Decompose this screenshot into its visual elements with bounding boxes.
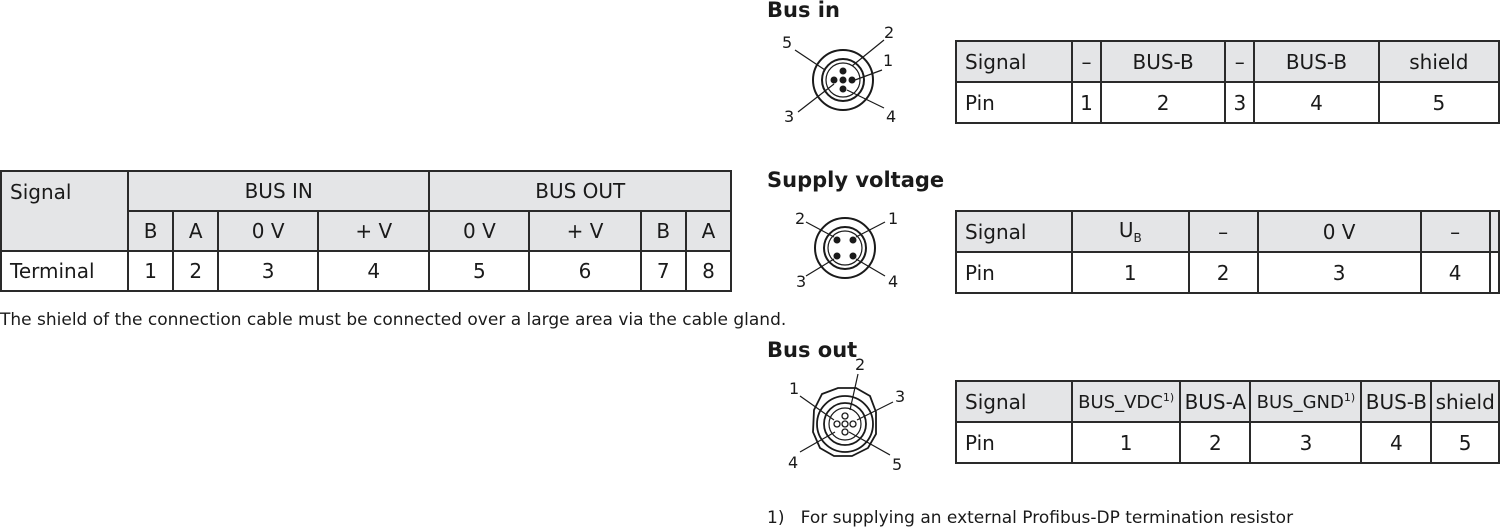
footnote-mark: 1) <box>1162 390 1175 404</box>
bus-in-connector-diagram: 1 2 3 4 5 <box>782 23 896 126</box>
footnote-mark: 1) <box>1343 390 1356 404</box>
pin-number-cell: 2 <box>1187 251 1259 294</box>
terminal-table: Signal BUS IN BUS OUT B A 0 V + V 0 V + … <box>0 170 733 292</box>
pin-label: 1 <box>888 209 898 228</box>
pin-number-cell: 5 <box>1430 421 1500 464</box>
bus-out-signal-cell: 0 V <box>428 210 531 252</box>
pin-label: 2 <box>795 209 805 228</box>
bus-out-connector-diagram: 1 2 3 4 5 <box>788 355 905 474</box>
pin-number-cell: 3 <box>1224 81 1256 124</box>
footnote: 1) For supplying an external Profibus-DP… <box>767 508 1294 528</box>
signal-cell: – <box>1187 210 1259 253</box>
bus-in-signal-cell: 0 V <box>217 210 320 252</box>
pin-label-cell: Pin <box>955 421 1073 464</box>
pin-number-cell: 3 <box>1249 421 1363 464</box>
terminal-number-cell: 8 <box>684 250 733 292</box>
bus-in-pin-table: Signal – BUS-B – BUS-B shield Pin 1 2 3 … <box>955 40 1500 124</box>
bus-out-signal-cell: + V <box>528 210 642 252</box>
signal-label-cell: Signal <box>955 210 1073 253</box>
bus-out-signal-cell: A <box>684 210 733 252</box>
pin-number-cell <box>1488 251 1500 294</box>
pin-number-cell: 4 <box>1419 251 1491 294</box>
signal-cell: BUS-A <box>1179 380 1252 423</box>
pin-number-cell: 1 <box>1071 251 1190 294</box>
pin-label: 4 <box>888 272 898 291</box>
pin-label: 1 <box>789 379 799 398</box>
supply-title: Supply voltage <box>767 168 945 192</box>
pin-number-cell: 4 <box>1253 81 1380 124</box>
bus-out-title: Bus out <box>767 338 858 362</box>
pin-number-cell: 2 <box>1099 81 1227 124</box>
pin-label: 3 <box>895 387 905 406</box>
pin-label: 5 <box>892 455 902 474</box>
terminal-number-cell: 5 <box>428 250 531 292</box>
pin-number-cell: 5 <box>1377 81 1500 124</box>
bus-out-group-header: BUS OUT <box>428 170 732 212</box>
terminal-number-cell: 3 <box>217 250 320 292</box>
signal-cell: – <box>1419 210 1491 253</box>
signal-cell: – <box>1224 40 1256 83</box>
bus-in-signal-cell: + V <box>317 210 431 252</box>
pin-label: 4 <box>886 107 896 126</box>
terminal-number-cell: 4 <box>317 250 431 292</box>
bus-in-signal-cell: B <box>126 210 175 252</box>
signal-cell: 0 V <box>1256 210 1422 253</box>
ub-subscript: B <box>1133 231 1142 245</box>
pin-label-cell: Pin <box>955 81 1073 124</box>
pin-number-cell: 4 <box>1360 421 1433 464</box>
pin-label: 3 <box>784 107 794 126</box>
signal-cell: BUS-B <box>1099 40 1227 83</box>
bus-in-signal-cell: A <box>172 210 220 252</box>
bus-out-pin-table: Signal BUS_VDC1) BUS-A BUS_GND1) BUS-B s… <box>955 380 1500 464</box>
signal-cell: BUS_GND1) <box>1249 380 1363 423</box>
pin-number-cell: 1 <box>1070 421 1182 464</box>
pin-label-cell: Pin <box>955 251 1073 294</box>
terminal-number-cell: 2 <box>172 250 220 292</box>
signal-cell: BUS_VDC1) <box>1070 380 1182 423</box>
pin-number-cell: 1 <box>1071 81 1102 124</box>
supply-connector-diagram: 1 2 3 4 <box>795 209 898 291</box>
signal-text: BUS_VDC <box>1078 391 1163 413</box>
pin-label: 4 <box>788 453 798 472</box>
shield-note: The shield of the connection cable must … <box>0 310 787 330</box>
pin-label: 2 <box>855 355 865 374</box>
bus-in-title: Bus in <box>767 0 840 22</box>
terminal-number-cell: 6 <box>528 250 642 292</box>
signal-cell: – <box>1071 40 1102 83</box>
bus-out-signal-cell: B <box>639 210 687 252</box>
signal-header-cell: Signal <box>0 170 129 252</box>
signal-cell: UB <box>1071 210 1190 253</box>
signal-cell: BUS-B <box>1253 40 1380 83</box>
pin-number-cell: 2 <box>1179 421 1252 464</box>
supply-pin-table: Signal UB – 0 V – Pin 1 2 3 4 <box>955 210 1500 294</box>
signal-cell <box>1488 210 1500 253</box>
terminal-number-cell: 7 <box>639 250 687 292</box>
signal-cell: shield <box>1377 40 1500 83</box>
signal-text: BUS_GND <box>1256 391 1344 413</box>
signal-cell: shield <box>1430 380 1500 423</box>
pin-label: 3 <box>796 272 806 291</box>
pin-number-cell: 3 <box>1256 251 1422 294</box>
terminal-number-cell: 1 <box>126 250 175 292</box>
signal-label-cell: Signal <box>955 40 1073 83</box>
terminal-row-label: Terminal <box>0 250 129 292</box>
pin-label: 5 <box>782 33 792 52</box>
ub-symbol: U <box>1118 218 1134 242</box>
signal-cell: BUS-B <box>1360 380 1433 423</box>
signal-label-cell: Signal <box>955 380 1073 423</box>
pin-label: 2 <box>884 23 894 42</box>
bus-in-group-header: BUS IN <box>126 170 431 212</box>
pin-label: 1 <box>883 51 893 70</box>
